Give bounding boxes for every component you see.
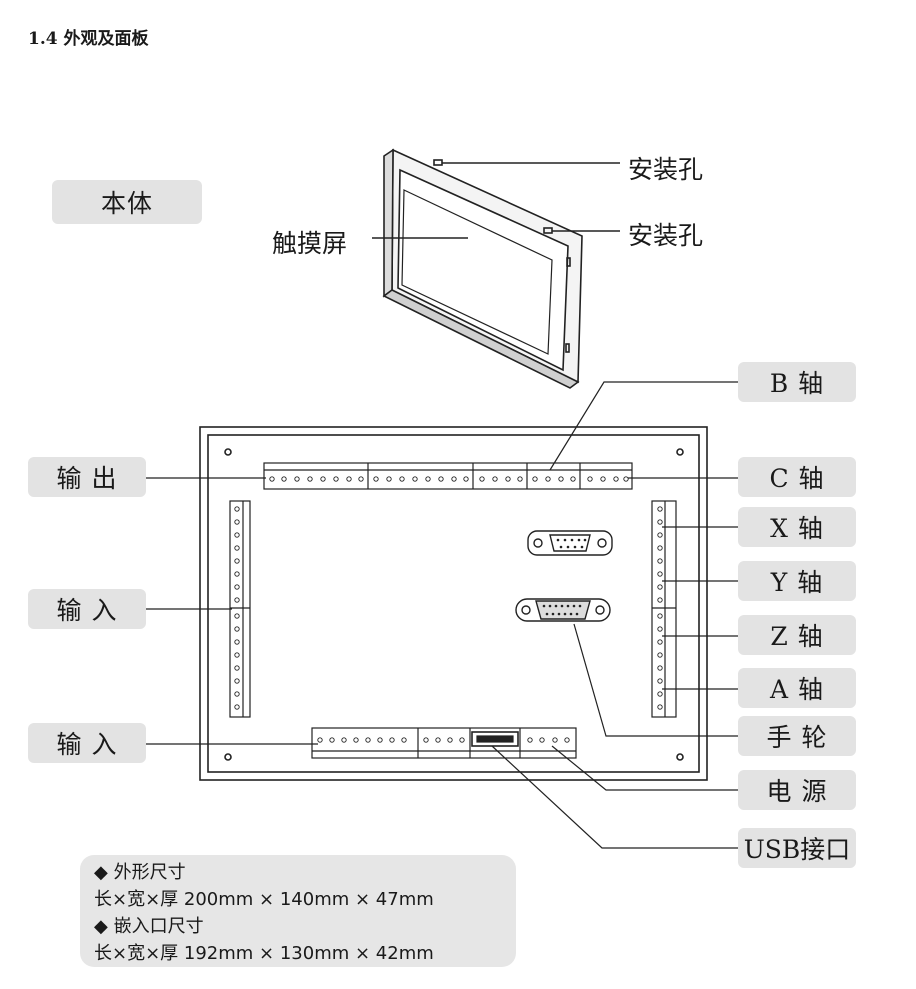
handwheel-label: 手 轮	[738, 716, 856, 756]
c-axis-label: C 轴	[738, 457, 856, 497]
body-label: 本体	[52, 180, 202, 224]
left-terminal-strip	[229, 500, 251, 718]
cutout-dimension-value: 长×宽×厚 192mm × 130mm × 42mm	[94, 943, 434, 964]
power-label: 电 源	[738, 770, 856, 810]
top-terminal-strip	[263, 462, 633, 490]
x-axis-label: X 轴	[738, 507, 856, 547]
mount-hole-label-2: 安装孔	[628, 221, 704, 250]
input-left-label: 输 入	[28, 589, 146, 629]
outer-dimension-title: ◆ 外形尺寸	[94, 862, 186, 883]
outer-dimension-value: 长×宽×厚 200mm × 140mm × 47mm	[94, 889, 434, 910]
a-axis-label: A 轴	[738, 668, 856, 708]
bottom-terminal-strip	[311, 727, 577, 759]
dimension-specs: ◆ 外形尺寸 长×宽×厚 200mm × 140mm × 47mm ◆ 嵌入口尺…	[80, 855, 516, 967]
section-heading: 1.4 外观及面板	[28, 29, 149, 49]
db9-connector	[527, 530, 613, 556]
cutout-dimension-title: ◆ 嵌入口尺寸	[94, 916, 204, 937]
device-top-view	[382, 148, 583, 389]
usb-label: USB接口	[738, 828, 856, 868]
mount-hole-label-1: 安装孔	[628, 155, 704, 184]
top-view-leaders	[372, 162, 620, 239]
input-bottom-label: 输 入	[28, 723, 146, 763]
db15-connector	[515, 598, 611, 622]
touch-screen-label: 触摸屏	[272, 229, 348, 258]
output-label: 输 出	[28, 457, 146, 497]
y-axis-label: Y 轴	[738, 561, 856, 601]
rear-panel	[199, 426, 708, 781]
z-axis-label: Z 轴	[738, 615, 856, 655]
b-axis-label: B 轴	[738, 362, 856, 402]
panel-leaders	[146, 381, 738, 849]
right-terminal-strip	[651, 500, 677, 718]
